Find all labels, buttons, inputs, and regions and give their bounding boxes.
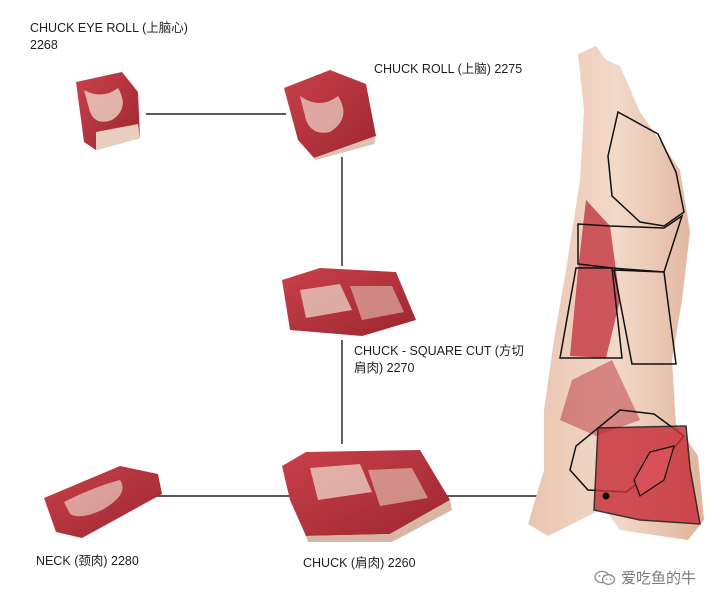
chuck-location-marker <box>602 492 610 500</box>
neck-text: NECK (颈肉) 2280 <box>36 554 139 568</box>
square-cut-line2: 肩肉) 2270 <box>354 361 415 375</box>
chuck-eye-roll-label: CHUCK EYE ROLL (上脑心) 2268 <box>30 20 188 54</box>
neck-image <box>44 466 162 538</box>
connector-lines <box>146 113 604 497</box>
watermark-text: 爱吃鱼的牛 <box>620 570 696 587</box>
chuck-text: CHUCK (肩肉) 2260 <box>303 556 416 570</box>
neck-label: NECK (颈肉) 2280 <box>36 553 139 570</box>
chuck-roll-text: CHUCK ROLL (上脑) 2275 <box>374 62 523 76</box>
chuck-roll-label: CHUCK ROLL (上脑) 2275 <box>374 61 522 78</box>
chuck-image <box>282 450 452 542</box>
chuck-eye-roll-name: CHUCK EYE ROLL (上脑心) <box>30 21 188 35</box>
wechat-icon <box>594 570 616 586</box>
carcass-image <box>528 46 704 540</box>
square-cut-label: CHUCK - SQUARE CUT (方切 肩肉) 2270 <box>354 343 524 377</box>
chuck-label: CHUCK (肩肉) 2260 <box>303 555 416 572</box>
chuck-roll-image <box>284 70 376 160</box>
watermark: 爱吃鱼的牛 <box>594 567 696 588</box>
chuck-eye-roll-image <box>76 72 140 150</box>
chuck-eye-roll-code: 2268 <box>30 38 58 52</box>
square-cut-line1: CHUCK - SQUARE CUT (方切 <box>354 344 524 358</box>
square-cut-image <box>282 268 416 336</box>
